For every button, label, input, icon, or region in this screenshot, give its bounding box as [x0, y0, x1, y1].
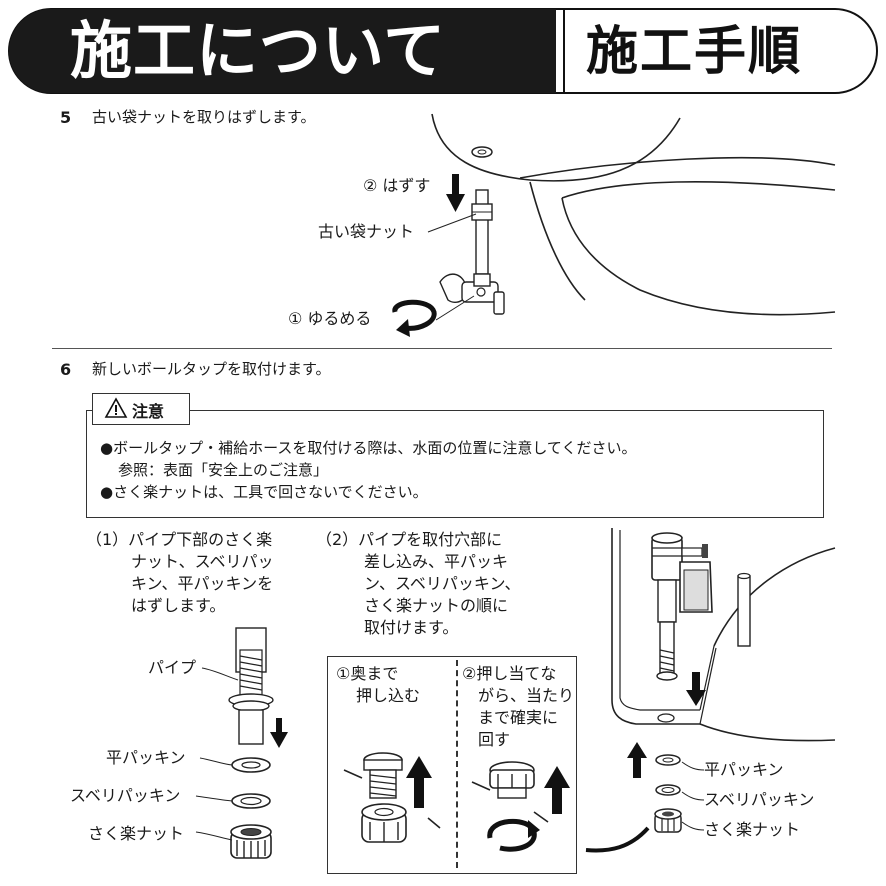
label-slip-packing-right: スベリパッキン	[704, 790, 815, 809]
section-divider	[52, 348, 832, 349]
sub2-line-1: （2）パイプを取付穴部に	[316, 530, 503, 549]
step5-number: 5	[60, 108, 72, 127]
sub2-line-4: さく楽ナットの順に	[364, 596, 509, 615]
label-flat-packing-right: 平パッキン	[704, 760, 784, 779]
inset-right-line-2: がら、当たり	[478, 686, 575, 705]
label-slip-packing-left: スベリパッキン	[70, 786, 181, 805]
label-flat-packing-left: 平パッキン	[106, 748, 186, 767]
step5-text: 古い袋ナットを取りはずします。	[92, 108, 316, 126]
caution-line-2: 参照：表面「安全上のご注意」	[118, 461, 329, 479]
inset-right-line-1: ②押し当てな	[462, 664, 557, 683]
label-loosen: ① ゆるめる	[288, 309, 372, 328]
sub2-line-3: ン、スベリパッキン、	[364, 574, 521, 593]
step6-text: 新しいボールタップを取付けます。	[92, 360, 331, 378]
label-old-nut: 古い袋ナット	[318, 222, 415, 241]
warning-icon	[104, 397, 128, 418]
sub1-line-4: はずします。	[131, 596, 226, 615]
sub2-line-5: 取付けます。	[364, 618, 459, 637]
inset-left-line-1: ①奥まで	[336, 664, 399, 683]
caution-tab	[92, 393, 190, 425]
inset-left-line-2: 押し込む	[356, 686, 421, 705]
header-banner	[8, 8, 878, 94]
caution-line-1: ●ボールタップ・補給ホースを取付ける際は、水面の位置に注意してください。	[100, 439, 637, 457]
label-pipe: パイプ	[148, 658, 197, 677]
label-remove: ② はずす	[363, 176, 431, 195]
sub1-line-3: キン、平パッキンを	[131, 574, 274, 593]
header-title: 施工について	[70, 14, 447, 87]
label-nut-left: さく楽ナット	[88, 824, 185, 843]
step6-number: 6	[60, 360, 72, 379]
label-nut-right: さく楽ナット	[704, 820, 801, 839]
sub1-line-1: （1）パイプ下部のさく楽	[86, 530, 273, 549]
caution-title: 注意	[132, 402, 165, 421]
caution-box	[86, 410, 824, 518]
header-subtitle: 施工手順	[586, 22, 803, 82]
page-header: 施工について 施工手順	[8, 8, 878, 94]
sub1-line-2: ナット、スベリパッ	[131, 552, 274, 571]
inset-divider	[456, 660, 458, 868]
caution-line-3: ●さく楽ナットは、工具で回さないでください。	[100, 483, 428, 501]
sub2-line-2: 差し込み、平パッキ	[364, 552, 509, 571]
inset-box	[327, 656, 577, 874]
inset-right-line-4: 回す	[478, 730, 511, 749]
inset-right-line-3: まで確実に	[478, 708, 559, 727]
